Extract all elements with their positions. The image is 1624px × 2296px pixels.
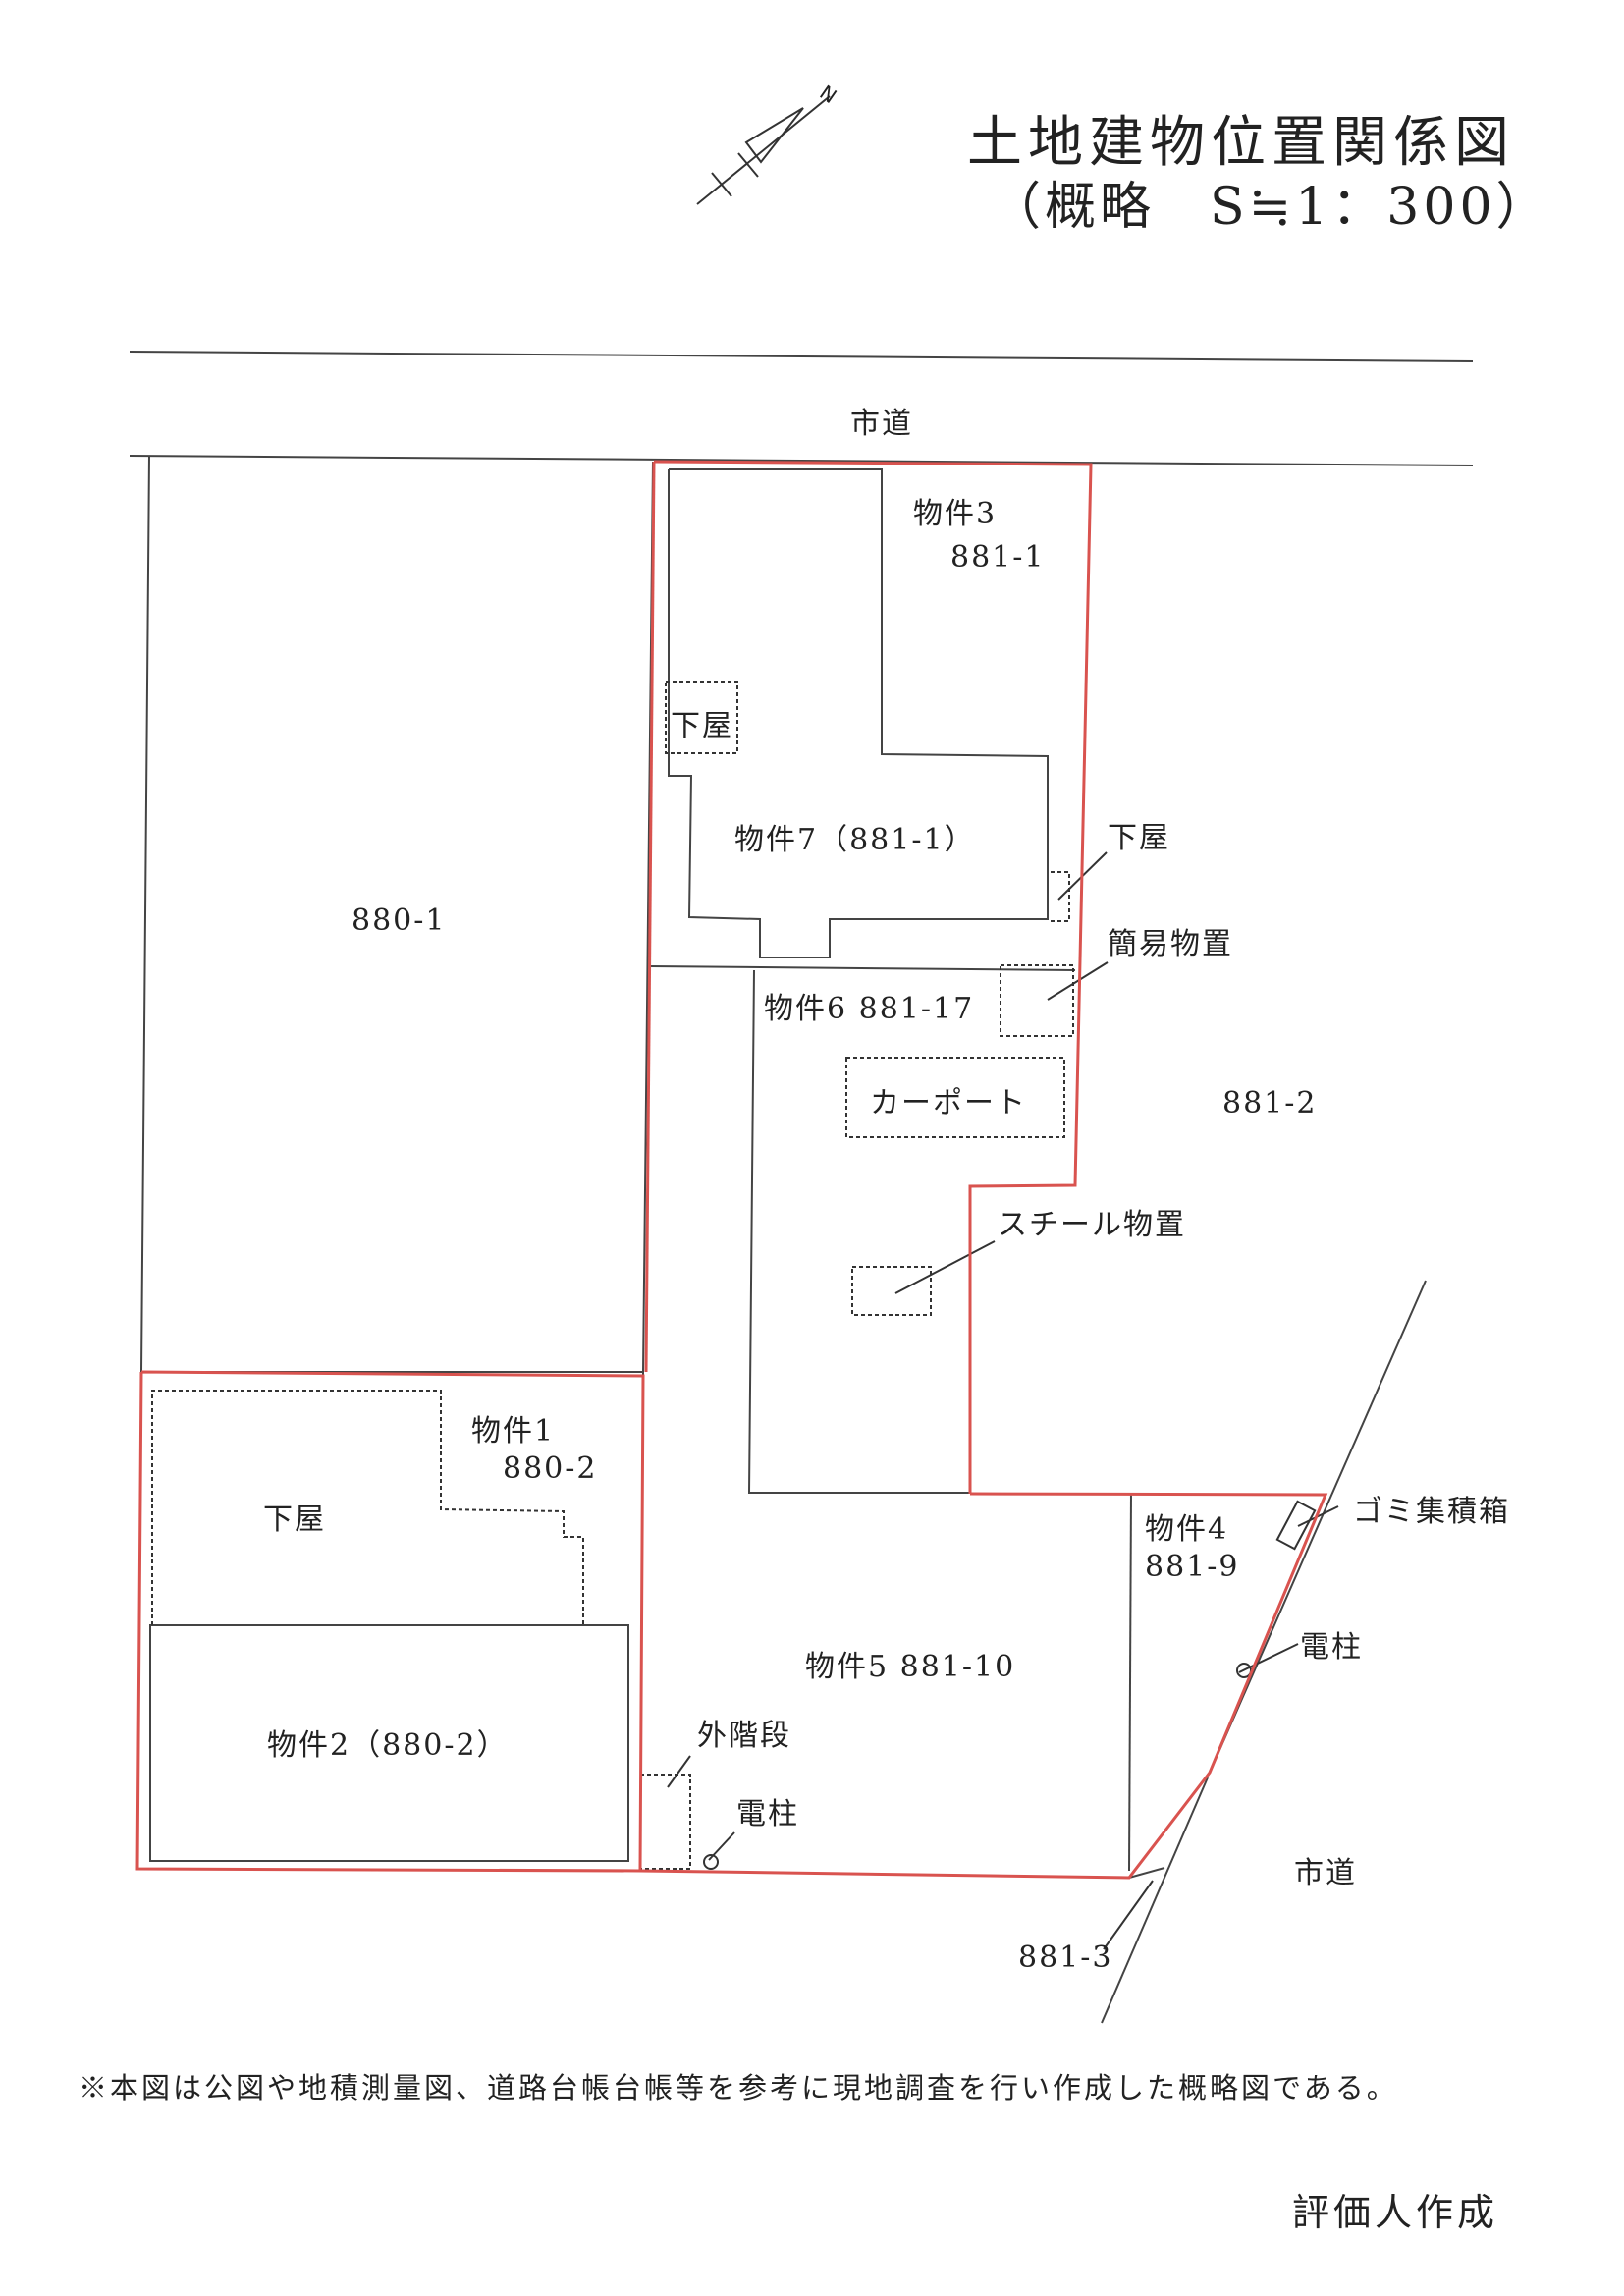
author-label: 評価人作成 <box>1292 2191 1499 2234</box>
property-6-label: 物件6 881-17 <box>764 992 975 1026</box>
right-road-line <box>1209 1280 1427 1774</box>
boundary-left-881 <box>644 461 656 1373</box>
garbage-box-label: ゴミ集積箱 <box>1353 1495 1510 1529</box>
utility-pole-a-label: 電柱 <box>1300 1630 1363 1665</box>
right-road-label: 市道 <box>1294 1856 1357 1890</box>
shimoya-b-outline <box>1051 871 1070 922</box>
property-3-lot: 881-1 <box>950 540 1046 574</box>
outer-stairs-label: 外階段 <box>697 1719 791 1753</box>
shimoya-a-label: 下屋 <box>671 709 733 743</box>
utility-pole-b-icon <box>703 1854 719 1870</box>
utility-pole-a-leader <box>1238 1643 1299 1673</box>
garbage-box-icon <box>1275 1500 1317 1551</box>
north-arrow-icon <box>696 95 831 205</box>
footer-note: ※本図は公図や地積測量図、道路台帳台帳等を参考に現地調査を行い作成した概略図であ… <box>79 2071 1398 2105</box>
property-7-label: 物件7（881-1） <box>734 823 976 857</box>
parcel-881-9-divider <box>1128 1492 1132 1872</box>
outer-stairs-outline <box>640 1774 691 1870</box>
shimoya-c-outline <box>151 1390 584 1625</box>
carport-outline <box>845 1057 1065 1138</box>
page-title: 土地建物位置関係図 <box>967 111 1515 175</box>
property-1-lot: 880-2 <box>503 1451 598 1486</box>
boundary-properties-3-6-7 <box>653 460 1093 1494</box>
parcel-880-1-outline <box>139 455 654 1373</box>
parcel-881-3-leader <box>1103 1880 1154 1950</box>
property-4-lot: 881-9 <box>1145 1550 1240 1584</box>
property-5-label: 物件5 881-10 <box>805 1650 1016 1684</box>
outer-stairs-leader <box>667 1755 691 1788</box>
carport-label: カーポート <box>870 1086 1027 1121</box>
building-property-2 <box>149 1624 629 1862</box>
lower-road-line <box>1101 1777 1209 2024</box>
parcel-881-17-left <box>747 969 970 1494</box>
shimoya-c-label: 下屋 <box>263 1503 326 1537</box>
parcel-881-17-outline <box>649 965 1076 971</box>
simple-storage-label: 簡易物置 <box>1108 927 1233 961</box>
page-subtitle: （概略 S≒1：300） <box>990 178 1551 237</box>
simple-storage-leader <box>1047 961 1109 1001</box>
property-1-name: 物件1 <box>471 1414 556 1449</box>
steel-storage-outline <box>851 1266 932 1316</box>
steel-storage-label: スチール物置 <box>998 1208 1186 1242</box>
utility-pole-b-label: 電柱 <box>736 1797 799 1831</box>
property-4-name: 物件4 <box>1145 1512 1229 1547</box>
shimoya-a-outline <box>665 681 738 754</box>
top-road-line-lower <box>129 455 1474 466</box>
parcel-880-1-label: 880-1 <box>352 903 447 938</box>
garbage-box-leader <box>1297 1505 1339 1527</box>
property-2-label: 物件2（880-2） <box>267 1728 509 1763</box>
building-property-7 <box>668 468 1049 958</box>
top-road-label: 市道 <box>850 407 913 441</box>
parcel-881-2-label: 881-2 <box>1222 1086 1318 1121</box>
shimoya-b-label: 下屋 <box>1108 821 1170 855</box>
boundary-property-5 <box>639 1492 1328 1880</box>
top-road-line-upper <box>129 351 1474 362</box>
steel-storage-leader <box>894 1240 996 1294</box>
boundary-properties-1-2-4-5 <box>135 1370 645 1873</box>
property-3-name: 物件3 <box>913 497 998 531</box>
parcel-881-3-label: 881-3 <box>1018 1941 1113 1975</box>
parcel-881-3-divider <box>1128 1867 1165 1879</box>
simple-storage-outline <box>1000 964 1074 1037</box>
